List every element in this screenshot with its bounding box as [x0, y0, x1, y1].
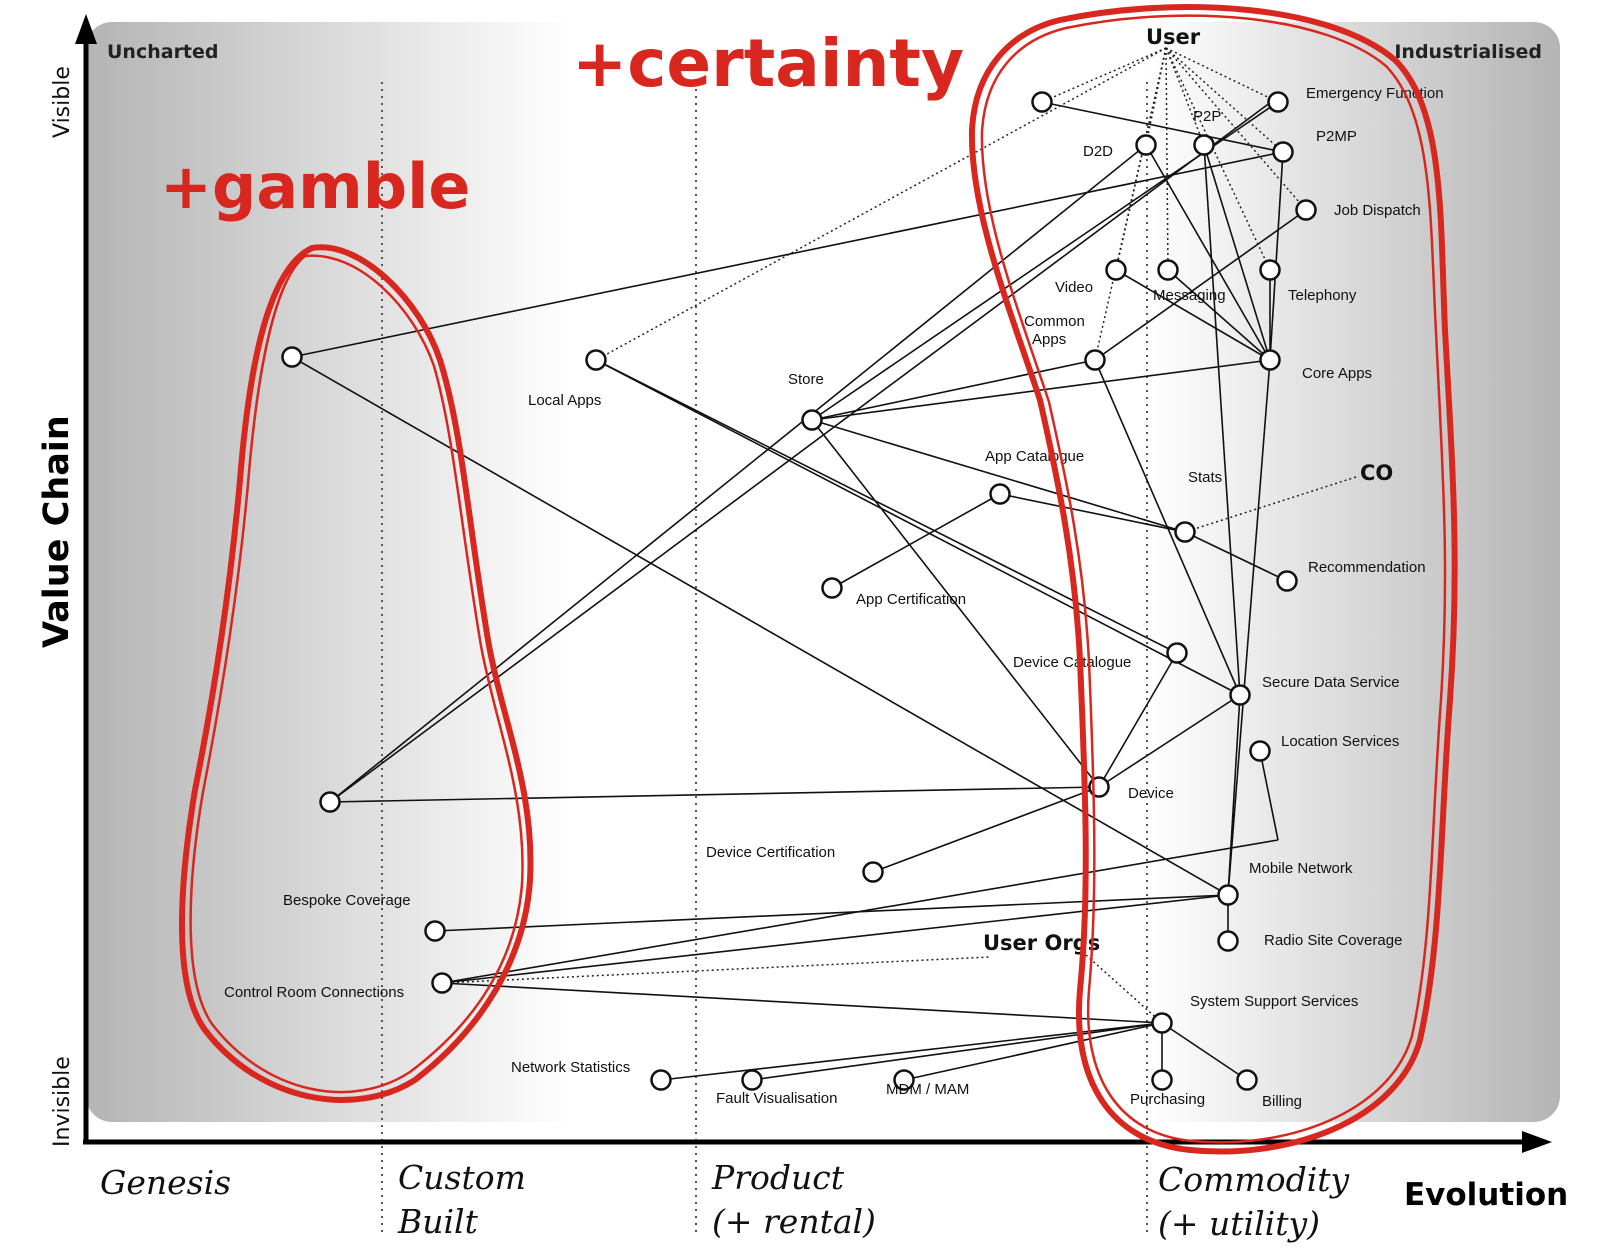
label-user: User: [1146, 25, 1201, 49]
node-app-catalogue: [989, 483, 1011, 505]
node-network-statistics: [650, 1069, 672, 1091]
node-emergency-left: [1031, 91, 1053, 113]
node-common-apps: [1084, 349, 1106, 371]
node-messaging: [1157, 259, 1179, 281]
label-control-room: Control Room Connections: [224, 984, 404, 1001]
stage-commodity-2: (+ utility): [1158, 1204, 1320, 1243]
label-telephony: Telephony: [1288, 287, 1357, 304]
label-p2p: P2P: [1193, 108, 1221, 125]
label-local-apps: Local Apps: [528, 392, 601, 409]
y-axis-visible: Visible: [50, 66, 75, 138]
label-core-apps: Core Apps: [1302, 365, 1372, 382]
label-p2mp: P2MP: [1316, 128, 1357, 145]
label-job-dispatch: Job Dispatch: [1334, 202, 1421, 219]
component-nodes: [281, 91, 1317, 1091]
corner-industrialised: Industrialised: [1394, 41, 1542, 63]
label-recommendation: Recommendation: [1308, 559, 1426, 576]
stage-commodity-1: Commodity: [1158, 1160, 1350, 1199]
label-app-certification: App Certification: [856, 591, 966, 608]
stage-custom-2: Built: [397, 1202, 479, 1241]
label-network-statistics: Network Statistics: [511, 1059, 630, 1076]
annotation-certainty: +certainty: [572, 25, 964, 102]
node-local-apps: [585, 349, 607, 371]
annotation-gamble: +gamble: [160, 150, 470, 223]
label-stats: Stats: [1188, 469, 1222, 486]
gamble-outline-trace: [189, 254, 524, 1094]
links-dotted: [441, 47, 1357, 1024]
label-radio-site-coverage: Radio Site Coverage: [1264, 932, 1402, 949]
gamble-outline: [179, 244, 534, 1103]
label-location-services: Location Services: [1281, 733, 1399, 750]
node-mdm-mam: [893, 1069, 915, 1091]
node-secure-data-service: [1229, 684, 1251, 706]
node-emergency-function: [1267, 91, 1289, 113]
node-billing: [1236, 1069, 1258, 1091]
label-store: Store: [788, 371, 824, 388]
node-app-certification: [821, 577, 843, 599]
corner-uncharted: Uncharted: [107, 41, 219, 63]
x-axis-title: Evolution: [1404, 1177, 1568, 1213]
stage-product-2: (+ rental): [712, 1202, 876, 1241]
label-billing: Billing: [1262, 1093, 1302, 1110]
node-genesis-upper: [281, 346, 303, 368]
map-background: [86, 22, 1560, 1122]
label-common-apps-1: Common: [1024, 313, 1085, 330]
label-video: Video: [1055, 279, 1093, 296]
node-store: [801, 409, 823, 431]
y-axis-invisible: Invisible: [50, 1056, 75, 1147]
label-emergency: Emergency Function: [1306, 85, 1444, 102]
certainty-outline-trace: [980, 14, 1447, 1144]
stage-product-1: Product: [711, 1158, 845, 1197]
node-device-catalogue: [1166, 642, 1188, 664]
node-recommendation: [1276, 570, 1298, 592]
stage-custom-1: Custom: [398, 1158, 526, 1197]
node-device-certification: [862, 861, 884, 883]
certainty-outline: [968, 4, 1458, 1155]
component-labels: User Emergency Function P2P P2MP D2D Job…: [224, 25, 1444, 1110]
label-d2d: D2D: [1083, 143, 1113, 160]
node-p2mp: [1272, 141, 1294, 163]
label-system-support: System Support Services: [1190, 993, 1358, 1010]
label-app-catalogue: App Catalogue: [985, 448, 1084, 465]
label-device-certification: Device Certification: [706, 844, 835, 861]
node-location-services: [1249, 740, 1271, 762]
label-messaging: Messaging: [1153, 287, 1226, 304]
label-device: Device: [1128, 785, 1174, 802]
node-d2d: [1135, 134, 1157, 156]
label-co: CO: [1360, 461, 1393, 485]
label-mdm-mam: MDM / MAM: [886, 1081, 969, 1098]
node-purchasing: [1151, 1069, 1173, 1091]
links-solid: [291, 101, 1307, 1081]
label-fault-visualisation: Fault Visualisation: [716, 1090, 837, 1107]
node-core-apps: [1259, 349, 1281, 371]
label-device-catalogue: Device Catalogue: [1013, 654, 1131, 671]
label-common-apps-2: Apps: [1032, 331, 1066, 348]
node-genesis-lower: [319, 791, 341, 813]
label-purchasing: Purchasing: [1130, 1091, 1205, 1108]
y-axis-title: Value Chain: [37, 415, 77, 648]
label-secure-data: Secure Data Service: [1262, 674, 1400, 691]
node-radio-site-coverage: [1217, 930, 1239, 952]
node-control-room: [431, 972, 453, 994]
label-mobile-network: Mobile Network: [1249, 860, 1353, 877]
node-job-dispatch: [1295, 199, 1317, 221]
node-telephony: [1259, 259, 1281, 281]
node-bespoke-coverage: [424, 920, 446, 942]
node-system-support: [1151, 1012, 1173, 1034]
stage-genesis: Genesis: [100, 1163, 231, 1202]
node-fault-visualisation: [741, 1069, 763, 1091]
node-p2p: [1193, 134, 1215, 156]
node-mobile-network: [1217, 884, 1239, 906]
label-bespoke-coverage: Bespoke Coverage: [283, 892, 411, 909]
node-stats: [1174, 521, 1196, 543]
node-video: [1105, 259, 1127, 281]
